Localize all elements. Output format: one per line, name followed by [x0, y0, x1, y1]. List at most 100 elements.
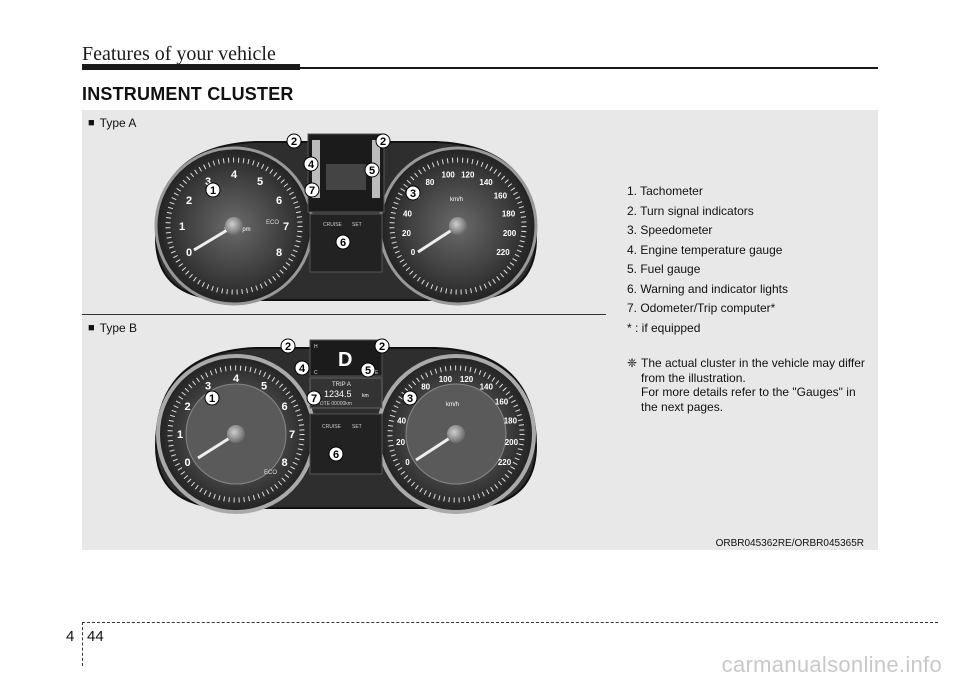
- svg-text:7: 7: [309, 185, 315, 197]
- cluster-b-trip-value: 1234.5: [324, 389, 352, 399]
- dial-number: 2: [184, 401, 190, 413]
- dial-number: 80: [421, 383, 430, 392]
- svg-text:1: 1: [210, 185, 216, 197]
- svg-text:2: 2: [285, 341, 291, 353]
- note-line: For more details refer to the "Gauges" i…: [641, 385, 856, 399]
- cluster-a-eco-label: ECO: [266, 220, 279, 226]
- svg-text:6: 6: [333, 449, 339, 461]
- dial-number: 160: [494, 192, 508, 201]
- dial-number: 3: [205, 380, 211, 392]
- note-line: from the illustration.: [641, 370, 746, 385]
- legend-item: 5. Fuel gauge: [627, 262, 701, 276]
- dial-number: 0: [411, 248, 416, 257]
- cluster-a-set-label: SET: [352, 222, 362, 228]
- cluster-b-set-label: SET: [352, 424, 362, 430]
- dial-number: 8: [281, 457, 287, 469]
- dial-number: 8: [276, 247, 282, 259]
- dial-number: 160: [495, 397, 509, 406]
- header-rule-thin: [300, 67, 878, 69]
- cluster-b-trip-sub: DTE 00000km: [320, 401, 352, 407]
- image-code: ORBR045362RE/ORBR045365R: [715, 538, 864, 549]
- svg-text:2: 2: [379, 341, 385, 353]
- dial-number: 7: [283, 221, 289, 233]
- dial-number: 120: [461, 171, 475, 180]
- svg-text:E: E: [375, 370, 379, 376]
- square-bullet-icon: ■: [88, 322, 95, 334]
- cluster-b-trip-display: [309, 377, 383, 409]
- svg-text:3: 3: [410, 188, 416, 200]
- header-title: Features of your vehicle: [82, 43, 276, 65]
- header-rule-thick: [82, 64, 300, 70]
- svg-text:5: 5: [369, 165, 375, 177]
- svg-text:C: C: [314, 370, 318, 376]
- svg-text:6: 6: [340, 237, 346, 249]
- watermark: carmanualsonline.info: [721, 652, 942, 677]
- cluster-b-cruise-label: CRUISE: [322, 424, 342, 430]
- illustration-note: ❈ The actual cluster in the vehicle may …: [627, 356, 877, 414]
- section-title: INSTRUMENT CLUSTER: [82, 84, 294, 104]
- dial-number: 40: [403, 210, 412, 219]
- cluster-b-eco-label: ECO: [264, 470, 277, 476]
- cluster-a-tacho-hub: [225, 217, 243, 235]
- dial-number: 4: [231, 169, 238, 181]
- legend-item: 7. Odometer/Trip computer*: [627, 301, 776, 315]
- dial-number: 6: [276, 195, 282, 207]
- type-divider: [82, 314, 606, 315]
- dial-number: 5: [257, 176, 263, 188]
- dial-number: 0: [405, 458, 410, 467]
- dial-number: 200: [505, 438, 519, 447]
- cluster-b-trip-unit: km: [362, 393, 369, 399]
- cluster-b-tacho-hub: [227, 425, 245, 443]
- legend-item: 6. Warning and indicator lights: [627, 281, 788, 296]
- type-b-text: Type B: [99, 321, 138, 335]
- note-line: The actual cluster in the vehicle may di…: [641, 356, 865, 370]
- dial-number: 100: [439, 375, 453, 384]
- dial-number: 80: [425, 178, 434, 187]
- dial-number: 180: [504, 417, 518, 426]
- legend-footnote: * : if equipped: [627, 320, 701, 335]
- legend-item: 4. Engine temperature gauge: [627, 242, 783, 257]
- dial-number: 1: [177, 429, 183, 441]
- footer-separator: [82, 622, 83, 666]
- square-bullet-icon: ■: [88, 117, 95, 129]
- dial-number: 20: [396, 438, 405, 447]
- type-b-label: ■ Type B: [88, 321, 137, 335]
- dial-number: 40: [397, 417, 406, 426]
- dial-number: 0: [186, 247, 192, 259]
- dial-number: 20: [402, 229, 411, 238]
- svg-text:2: 2: [380, 136, 386, 148]
- page-number: 44: [87, 628, 104, 645]
- cluster-a-odometer: [326, 164, 366, 190]
- dial-number: 5: [261, 380, 267, 392]
- dial-number: 7: [289, 429, 295, 441]
- svg-text:5: 5: [365, 365, 371, 377]
- dial-number: 220: [498, 458, 512, 467]
- type-a-text: Type A: [99, 116, 137, 130]
- legend-item: 3. Speedometer: [627, 223, 713, 237]
- cluster-a-cruise-label: CRUISE: [323, 222, 343, 228]
- footer-rule: [82, 622, 938, 623]
- cluster-a-callouts: 1 2 2 3 4 5 6 7: [205, 133, 421, 250]
- svg-text:4: 4: [308, 159, 315, 171]
- cluster-b-gear: D: [338, 349, 352, 371]
- svg-text:2: 2: [291, 136, 297, 148]
- note-symbol-icon: ❈: [627, 356, 638, 370]
- dial-number: 4: [233, 373, 240, 385]
- svg-text:1: 1: [209, 393, 215, 405]
- dial-number: 3: [205, 176, 211, 188]
- svg-text:7: 7: [311, 393, 317, 405]
- dial-number: 2: [186, 195, 192, 207]
- cluster-b-callouts: 1 2 2 3 4 5 6 7: [204, 338, 418, 462]
- legend-item: 1. Tachometer: [627, 184, 703, 198]
- component-legend: 1. Tachometer 2. Turn signal indicators …: [627, 182, 788, 338]
- dial-number: 140: [480, 383, 494, 392]
- svg-text:H: H: [314, 344, 318, 350]
- svg-text:4: 4: [299, 363, 306, 375]
- dial-number: 100: [442, 171, 456, 180]
- dial-number: 6: [281, 401, 287, 413]
- note-line: the next pages.: [641, 399, 724, 414]
- cluster-b-speedo-unit: km/h: [446, 402, 459, 408]
- cluster-a-speedo-numbers: 020406080100120140160180200220: [402, 171, 517, 257]
